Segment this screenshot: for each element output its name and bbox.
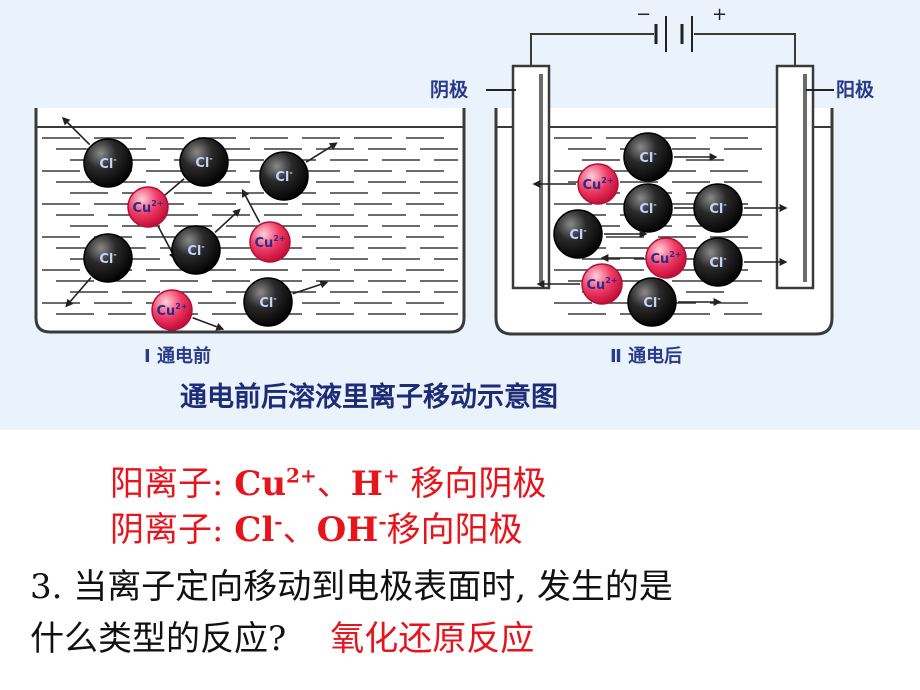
ion-symbol: Cl- [99,155,116,172]
electrolysis-diagram: − + 阴极 阳极 Cl-Cl-Cl-Cu2+Cl-Cl-Cu2+Cu2+Cl-… [0,0,920,430]
battery-icon [654,16,693,52]
copper-ion: Cu2+ [536,263,623,305]
chloride-ion: Cl- [627,277,722,327]
cation-ion2: H [350,464,383,504]
chloride-ion: Cl- [243,277,329,327]
copper-ion: Cu2+ [600,237,687,279]
cation-prefix: 阳离子: [110,464,235,504]
cation-sep: 、 [316,464,351,504]
panel-label-before: Ⅰ 通电前 [144,345,211,367]
ion-symbol: Cl- [259,294,276,311]
motion-arrow [61,116,91,146]
ion-symbol: Cl- [639,200,656,217]
chloride-ion: Cl- [158,137,229,201]
motion-arrow [292,280,329,295]
cation-line: 阳离子: Cu2+、H+ 移向阴极 [110,463,547,504]
beaker-before [34,108,466,334]
copper-ion: Cu2+ [241,188,291,263]
anion-ion1: Cl [234,510,275,550]
ions-layer: Cl-Cl-Cl-Cu2+Cl-Cl-Cu2+Cu2+Cl-Cl-Cu2+Cl-… [61,116,788,331]
cation-ion2-charge: + [382,463,400,488]
anode-label: 阳极 [836,78,875,101]
anode-electrode [775,64,815,290]
cathode-electrode [511,64,551,290]
motion-arrow [214,208,241,233]
cathode-label: 阴极 [430,78,469,101]
ion-symbol: Cl- [99,250,116,267]
diagram-svg: − + 阴极 阳极 Cl-Cl-Cl-Cu2+Cl-Cl-Cu2+Cu2+Cl-… [34,4,875,413]
anion-line: 阴离子: Cl-、OH-移向阳极 [110,509,523,550]
copper-ion: Cu2+ [127,186,177,261]
anion-ion1-charge: - [274,509,283,534]
anion-ion2: OH [316,510,379,550]
anion-ion2-charge: - [378,509,387,534]
ion-symbol: Cl- [569,226,586,243]
motion-arrow [241,188,261,223]
chloride-ion: Cl- [65,233,133,308]
chloride-ion: Cl- [623,132,718,182]
anion-prefix: 阴离子: [110,510,235,550]
copper-ion: Cu2+ [532,163,619,205]
question-line-2: 什么类型的反应? 氧化还原反应 [30,622,534,656]
chloride-ion: Cl- [693,237,788,287]
chloride-ion: Cl- [171,208,241,275]
chloride-ion: Cl- [61,116,133,188]
motion-arrow [305,142,338,163]
ion-symbol: Cl- [195,154,212,171]
chloride-ion: Cl- [693,183,788,233]
ion-symbol: Cl- [709,200,726,217]
diagram-caption: 通电前后溶液里离子移动示意图 [180,381,558,413]
ion-symbol: Cl- [275,168,292,185]
battery-plus-sign: + [712,4,727,25]
ion-symbol: Cl- [709,254,726,271]
motion-arrow [192,316,225,331]
anion-suffix: 移向阳极 [386,510,523,550]
battery-minus-sign: − [636,4,651,25]
cation-ion1-charge: 2+ [286,463,317,488]
ion-symbol: Cl- [643,294,660,311]
ion-symbol: Cl- [187,242,204,259]
chloride-ion: Cl- [553,209,648,259]
chloride-ion: Cl- [259,142,338,201]
copper-ion: Cu2+ [151,289,225,331]
cation-ion1: Cu [234,464,287,504]
circuit-wire [530,33,796,66]
ion-symbol: Cl- [639,149,656,166]
cation-suffix: 移向阴极 [399,464,547,504]
question-line-1: 3. 当离子定向移动到电极表面时, 发生的是 [30,567,673,607]
motion-arrow [65,277,92,308]
answer-text: 氧化还原反应 [330,619,535,659]
question-text: 什么类型的反应? [30,619,287,659]
panel-label-after: Ⅱ 通电后 [610,345,682,367]
anion-sep: 、 [282,510,317,550]
